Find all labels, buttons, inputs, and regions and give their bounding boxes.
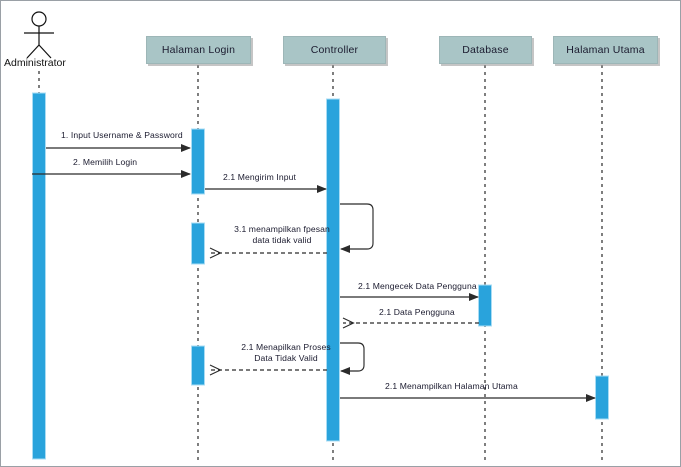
- message-label-msg-2-1-proses: 2.1 Menapilkan Proses Data Tidak Valid: [223, 342, 349, 364]
- lifeline-header-controller[interactable]: Controller: [283, 36, 386, 64]
- message-label-msg-2-1-mengirim: 2.1 Mengirim Input: [223, 172, 296, 182]
- actor-administrator-label: Administrator: [4, 57, 66, 69]
- activation-database: [478, 284, 492, 327]
- activation-bars: [32, 92, 609, 460]
- message-arrows: [32, 144, 596, 402]
- activation-halaman-utama: [595, 375, 609, 420]
- lifeline-header-label: Controller: [310, 44, 359, 56]
- message-label-line1: 3.1 menampilkan fpesan: [234, 224, 330, 234]
- message-label-line2: data tidak valid: [252, 235, 312, 245]
- message-label-msg-2-1-utama: 2.1 Menampilkan Halaman Utama: [385, 381, 518, 391]
- lifeline-dashes: [38, 65, 603, 462]
- lifeline-header-label: Halaman Utama: [566, 44, 645, 56]
- message-label-msg-3-1-pesan: 3.1 menampilkan fpesan data tidak valid: [219, 224, 345, 246]
- message-label-msg-2-1-cek: 2.1 Mengecek Data Pengguna: [358, 281, 477, 291]
- actor-administrator-icon: [24, 11, 54, 59]
- message-label-msg-2-1-data: 2.1 Data Pengguna: [379, 307, 455, 317]
- activation-halaman-login-2: [191, 222, 205, 265]
- self-message-controller-1: [340, 203, 374, 253]
- activation-administrator: [32, 92, 46, 460]
- message-label-msg-2: 2. Memilih Login: [73, 157, 138, 167]
- self-message-loops: [340, 203, 374, 375]
- lifeline-header-label: Database: [462, 44, 509, 56]
- message-label-msg-1: 1. Input Username & Password: [61, 130, 183, 140]
- message-label-line1: 2.1 Menapilkan Proses: [241, 342, 331, 352]
- lifeline-header-halaman-utama[interactable]: Halaman Utama: [553, 36, 658, 64]
- lifeline-header-label: Halaman Login: [161, 44, 236, 56]
- activation-halaman-login-3: [191, 345, 205, 386]
- message-label-line2: Data Tidak Valid: [254, 353, 318, 363]
- lifeline-header-halaman-login[interactable]: Halaman Login: [146, 36, 251, 64]
- lifeline-header-database[interactable]: Database: [439, 36, 532, 64]
- activation-halaman-login-1: [191, 128, 205, 195]
- activation-controller: [326, 98, 340, 442]
- self-message-controller-2: [340, 342, 365, 375]
